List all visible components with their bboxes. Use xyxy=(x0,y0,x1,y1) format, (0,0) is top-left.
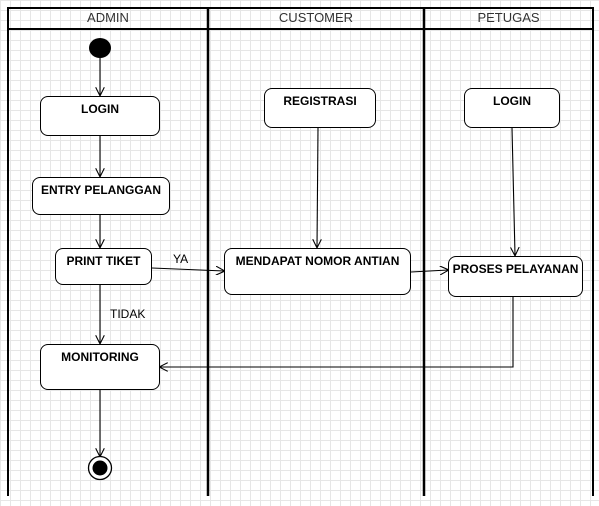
flow-print-to-nomor xyxy=(151,268,224,271)
start-node xyxy=(89,38,111,58)
node-monitoring: MONITORING xyxy=(40,344,160,390)
node-proses-pelayanan: PROSES PELAYANAN xyxy=(448,256,583,297)
lane-title-customer: CUSTOMER xyxy=(278,10,354,25)
lane-title-petugas: PETUGAS xyxy=(477,10,540,25)
swimlane-frame xyxy=(7,7,594,496)
node-petugas-login: LOGIN xyxy=(464,88,560,128)
flow-nomor-to-proses xyxy=(410,270,448,272)
flow-label-ya: YA xyxy=(173,252,189,266)
flow-registrasi-to-nomor xyxy=(317,127,318,247)
flow-label-tidak: TIDAK xyxy=(110,307,146,321)
node-admin-login: LOGIN xyxy=(40,96,160,136)
node-print-tiket: PRINT TIKET xyxy=(55,248,152,285)
node-entry-pelanggan: ENTRY PELANGGAN xyxy=(32,177,170,215)
node-mendapat-nomor-antian: MENDAPAT NOMOR ANTIAN xyxy=(224,248,411,295)
end-node xyxy=(87,455,113,481)
lane-title-admin: ADMIN xyxy=(87,10,129,25)
flow-proses-to-monitoring xyxy=(160,297,514,367)
node-registrasi: REGISTRASI xyxy=(264,88,376,128)
flow-petugas-login-to-proses xyxy=(512,127,515,255)
